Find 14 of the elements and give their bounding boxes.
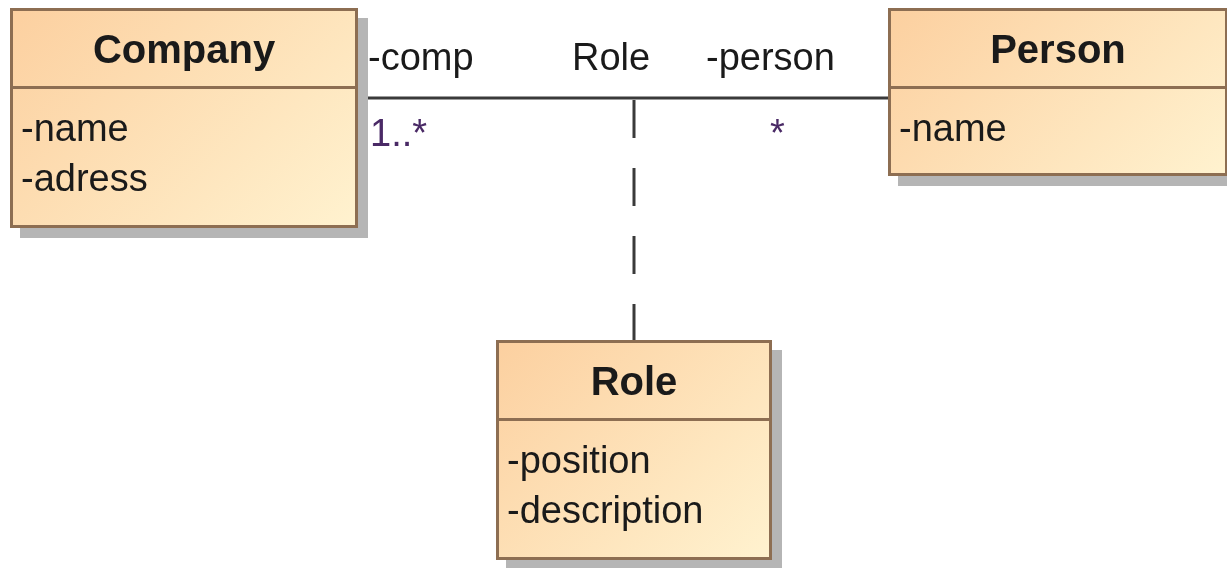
dashed-line [632, 100, 636, 340]
attribute-text: -adress [21, 156, 149, 201]
edge-label: Role [572, 36, 651, 79]
class-name: Company [91, 26, 277, 73]
role-name: -person [706, 36, 835, 79]
attribute-text: -position [507, 438, 652, 483]
class-name: Person [989, 26, 1127, 73]
role-name: -comp [368, 36, 474, 79]
attribute-text: -name [899, 106, 1008, 151]
class-name: Role [589, 358, 679, 405]
attribute-text: -description [507, 488, 705, 533]
attribute-text: -name [21, 106, 130, 151]
multiplicity-label: * [770, 112, 785, 155]
multiplicity-label: 1..* [370, 112, 428, 155]
